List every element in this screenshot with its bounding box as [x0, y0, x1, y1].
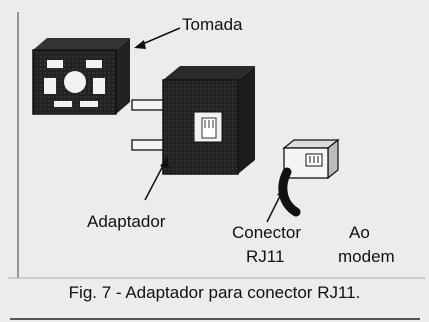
label-modem: modem [338, 247, 395, 266]
figure-caption: Fig. 7 - Adaptador para conector RJ11. [68, 283, 361, 302]
label-ao: Ao [349, 223, 370, 242]
adapter [131, 66, 255, 175]
tomada-arrow [137, 27, 181, 47]
rj11-connector [278, 138, 340, 217]
label-adaptador: Adaptador [87, 212, 166, 231]
label-rj11: RJ11 [246, 247, 285, 266]
label-tomada: Tomada [182, 15, 243, 34]
wall-socket [32, 38, 130, 115]
bottom-rule [10, 318, 420, 320]
label-conector: Conector [232, 223, 301, 242]
pointer-arrows [134, 27, 286, 223]
